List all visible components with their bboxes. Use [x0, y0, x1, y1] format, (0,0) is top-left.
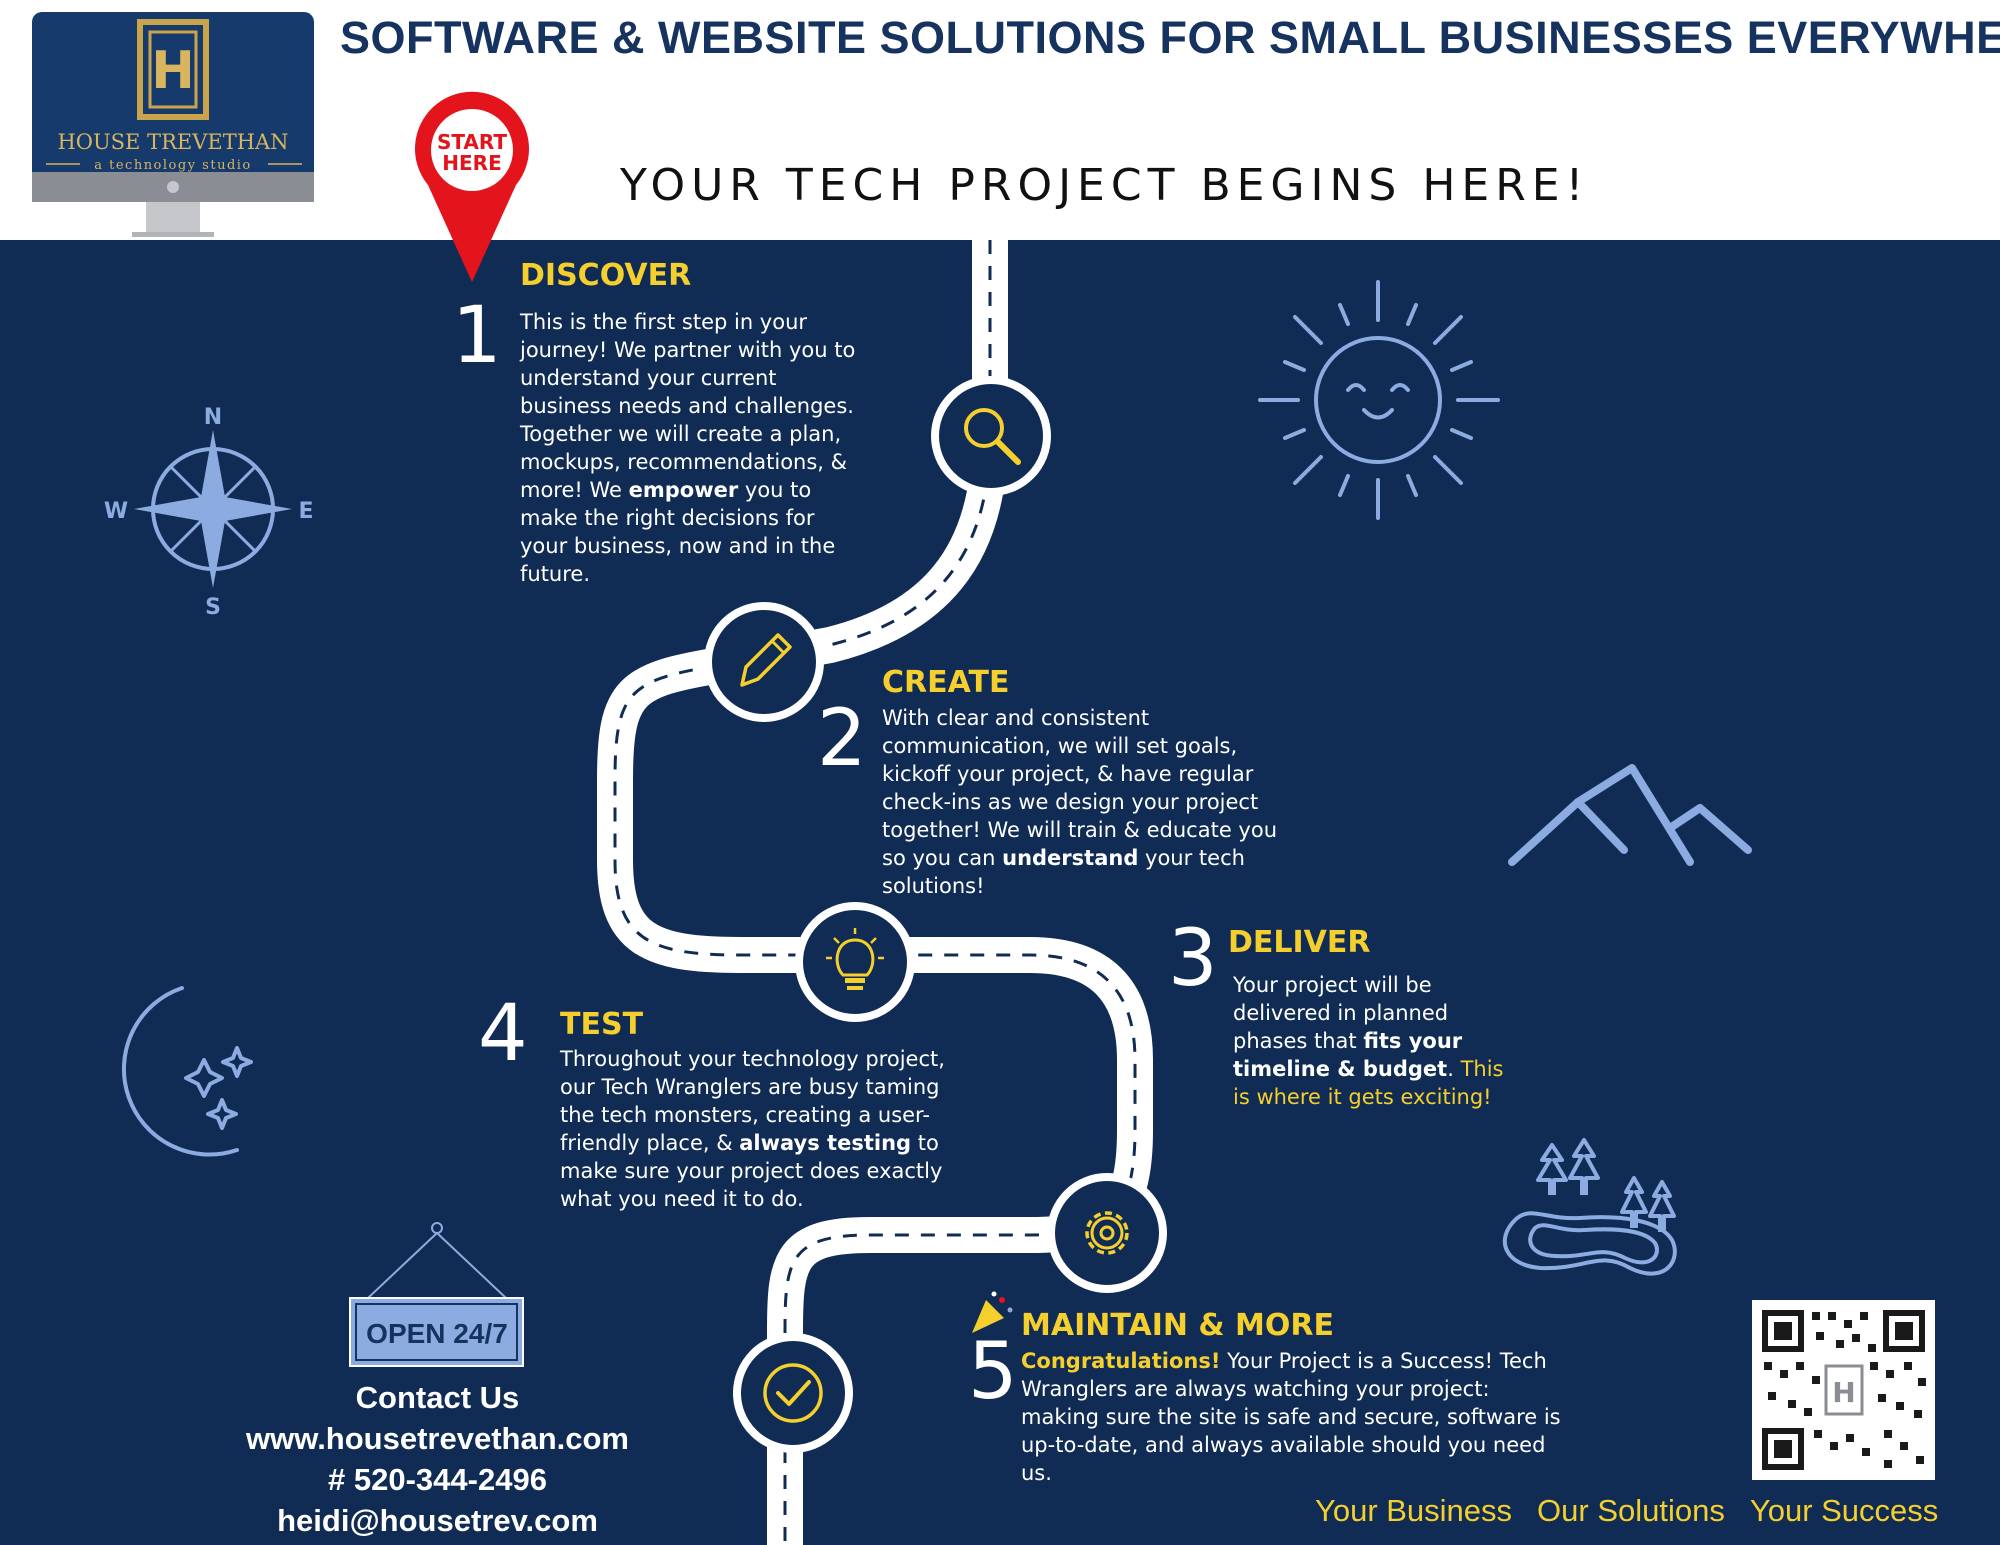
- sun-icon: [1258, 280, 1500, 520]
- contact-email-link[interactable]: heidi@housetrev.com: [277, 1503, 598, 1538]
- monogram-inner-frame: [148, 30, 198, 109]
- start-pin-label-line2: HERE: [442, 151, 501, 175]
- monitor-stand: [146, 202, 200, 232]
- step-4-marker: [1047, 1173, 1167, 1293]
- step-2-body: With clear and consistent communication,…: [882, 704, 1292, 900]
- headline: SOFTWARE & WEBSITE SOLUTIONS FOR SMALL B…: [340, 12, 2000, 63]
- qr-code[interactable]: H: [1752, 1300, 1935, 1480]
- lake-trees-icon: [1502, 1138, 1677, 1276]
- step-3-body-bold: fits your timeline & budget: [1233, 1029, 1463, 1081]
- compass-icon: [134, 430, 292, 588]
- step-3-title: DELIVER: [1228, 925, 1371, 960]
- start-pin-center: [431, 109, 513, 191]
- party-popper-icon: [972, 1291, 1013, 1333]
- step-1-body: This is the first step in your journey! …: [520, 308, 865, 588]
- mountains-icon: [1508, 764, 1752, 866]
- open-sign-text: OPEN 24/7: [366, 1318, 508, 1349]
- contact-phone[interactable]: # 520-344-2496: [328, 1462, 547, 1497]
- step-5-body-text: Your Project is a Success! Tech Wrangler…: [1021, 1349, 1561, 1485]
- monitor-button: [167, 181, 179, 193]
- step-1-body-bold: empower: [628, 478, 739, 502]
- pencil-icon: [740, 633, 792, 687]
- step-4-body: Throughout your technology project, our …: [560, 1045, 965, 1213]
- monitor-base: [132, 232, 214, 237]
- step-4-title: TEST: [560, 1007, 644, 1042]
- step-1-body-text: This is the first step in your journey! …: [520, 310, 856, 502]
- step-4-body-text: Throughout your technology project, our …: [560, 1047, 945, 1155]
- gear-icon: [1085, 1211, 1129, 1255]
- monogram-frame: [137, 19, 209, 120]
- moon-stars-icon: [121, 986, 253, 1157]
- step-5-number: 5: [968, 1327, 1018, 1417]
- step-2-title: CREATE: [882, 665, 1010, 700]
- slogan-solutions: Our Solutions: [1537, 1493, 1725, 1528]
- step-3-marker: [795, 902, 915, 1022]
- header-background: [0, 0, 2000, 240]
- step-3-number: 3: [1168, 914, 1218, 1004]
- magnifier-icon: [964, 408, 1021, 465]
- step-2-number: 2: [817, 694, 867, 784]
- step-2-body-text-end: your tech solutions!: [882, 846, 1245, 898]
- lightbulb-icon: [826, 928, 884, 990]
- contact-heading: Contact Us: [355, 1380, 520, 1415]
- step-3-body-text: Your project will be delivered in planne…: [1233, 973, 1449, 1053]
- open-sign: [349, 1222, 524, 1367]
- logo[interactable]: H HOUSE TREVETHAN a technology studio: [32, 12, 317, 240]
- checkmark-icon: [763, 1363, 823, 1423]
- start-pin-label-line1: START: [437, 130, 507, 154]
- compass-east: E: [298, 499, 313, 524]
- step-5-body-highlight: Congratulations!: [1021, 1349, 1221, 1373]
- step-2-body-text: With clear and consistent communication,…: [882, 706, 1278, 870]
- slogan-business: Your Business: [1315, 1493, 1513, 1528]
- road-center-line: [613, 240, 1137, 1545]
- step-2-marker: [704, 602, 824, 722]
- contact-website-link[interactable]: www.housetrevethan.com: [246, 1421, 629, 1456]
- subheadline: YOUR TECH PROJECT BEGINS HERE!: [620, 160, 1590, 211]
- compass-west: W: [104, 499, 128, 524]
- step-4-number: 4: [478, 989, 528, 1079]
- logo-monogram: H: [151, 41, 195, 101]
- compass-south: S: [205, 595, 221, 620]
- step-3-body: Your project will be delivered in planne…: [1233, 971, 1518, 1111]
- slogans: Your Business Our Solutions Your Success: [1290, 1493, 1990, 1529]
- slogan-success: Your Success: [1749, 1493, 1939, 1528]
- step-4-body-text-end: to make sure your project does exactly w…: [560, 1131, 943, 1211]
- logo-tagline: a technology studio: [94, 158, 252, 173]
- qr-monogram: H: [1832, 1376, 1855, 1409]
- logo-name: HOUSE TREVETHAN: [57, 130, 288, 154]
- step-2-body-bold: understand: [1002, 846, 1139, 870]
- step-3-body-text-end: .: [1447, 1057, 1454, 1081]
- step-1-number: 1: [452, 291, 502, 381]
- step-5-body: Congratulations! Your Project is a Succe…: [1021, 1347, 1566, 1487]
- step-1-body-text-end: you to make the right decisions for your…: [520, 478, 836, 586]
- step-1-title: DISCOVER: [520, 258, 692, 293]
- compass-north: N: [204, 405, 222, 430]
- step-1-marker: [931, 376, 1051, 496]
- step-5-title: MAINTAIN & MORE: [1021, 1308, 1334, 1343]
- step-5-marker: [733, 1333, 853, 1453]
- step-3-body-highlight: This is where it gets exciting!: [1233, 1057, 1504, 1109]
- step-4-body-bold: always testing: [739, 1131, 912, 1155]
